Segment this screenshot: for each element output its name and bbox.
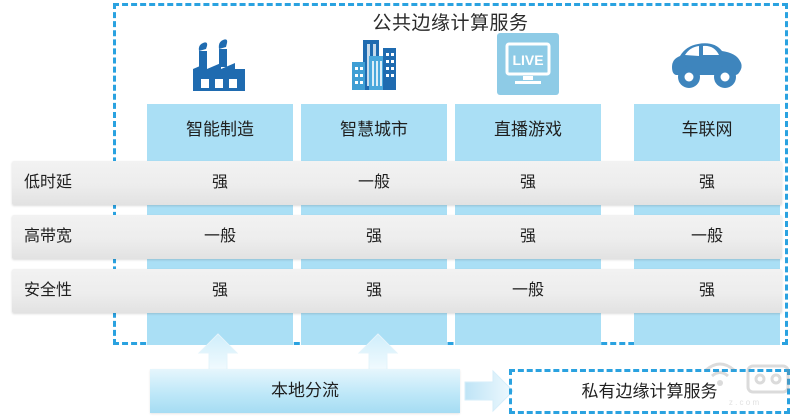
table-cell: 强 [698, 174, 715, 191]
page-title: 公共边缘计算服务 [372, 13, 529, 34]
factory-icon [189, 35, 251, 98]
arrow-right-icon [463, 368, 515, 414]
row-label-low-latency: 低时延 [24, 174, 73, 191]
table-row [12, 161, 782, 205]
car-icon [668, 37, 746, 96]
table-cell: 强 [519, 174, 536, 191]
table-cell: 一般 [357, 174, 390, 191]
column-header-live-gaming: 直播游戏 [494, 120, 562, 139]
private-edge-computing-container [509, 369, 790, 414]
table-cell: 一般 [203, 228, 236, 245]
icon-cell-smart-city [301, 32, 447, 100]
table-cell: 一般 [690, 228, 723, 245]
table-cell: 强 [211, 174, 228, 191]
table-cell: 强 [519, 228, 536, 245]
table-cell: 强 [698, 282, 715, 299]
table-row [12, 269, 782, 313]
arrow-up-icon [197, 332, 239, 374]
table-cell: 强 [365, 228, 382, 245]
row-label-high-bandwidth: 高带宽 [24, 228, 73, 245]
table-cell: 强 [211, 282, 228, 299]
column-header-smart-city: 智慧城市 [340, 120, 408, 139]
column-header-smart-manufacturing: 智能制造 [186, 120, 254, 139]
table-cell: 一般 [511, 282, 544, 299]
svg-text:LIVE: LIVE [512, 52, 543, 68]
arrow-up-icon [357, 332, 399, 374]
icon-cell-live-gaming: LIVE [455, 32, 601, 100]
table-row [12, 215, 782, 259]
private-edge-computing-label: 私有边缘计算服务 [581, 382, 718, 401]
row-label-security: 安全性 [24, 282, 73, 299]
live-stream-monitor-icon: LIVE [497, 32, 559, 100]
local-offload-bar [150, 369, 460, 413]
column-header-iov: 车联网 [681, 120, 733, 139]
table-cell: 强 [365, 282, 382, 299]
local-offload-label: 本地分流 [271, 381, 339, 400]
icon-cell-smart-manufacturing [147, 32, 293, 100]
city-buildings-icon [343, 34, 405, 99]
icon-cell-iov [634, 32, 780, 100]
